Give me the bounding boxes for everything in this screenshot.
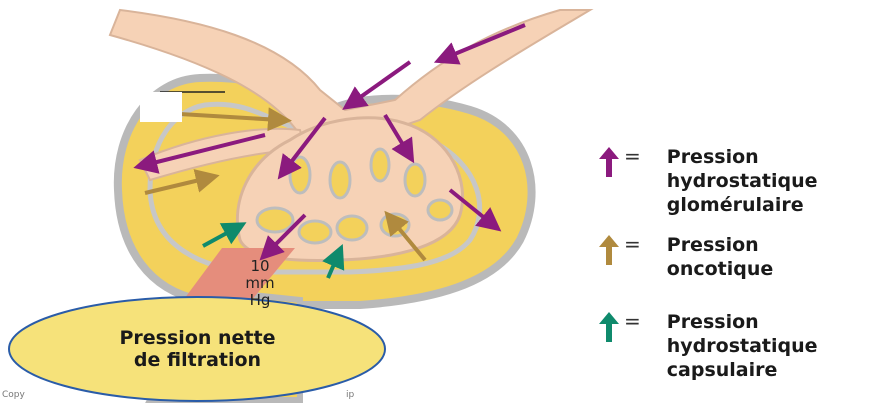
- filtration-unit-line1: mm: [240, 275, 280, 292]
- green-up-arrow-icon: [598, 310, 620, 344]
- legend-label-oncotic: Pression oncotique: [667, 233, 774, 281]
- legend-item-capsular: = Pression hydrostatique capsulaire: [598, 310, 818, 382]
- net-filtration-line1: Pression nette: [35, 327, 360, 349]
- copyright-start: Copy: [2, 390, 25, 400]
- legend-equals: =: [624, 145, 641, 167]
- legend-item-glomerular: = Pression hydrostatique glomérulaire: [598, 145, 818, 217]
- net-filtration-line2: de filtration: [35, 349, 360, 371]
- copyright-end: ip: [346, 390, 354, 400]
- purple-up-arrow-icon: [598, 145, 620, 179]
- net-filtration-label: Pression nette de filtration: [35, 327, 360, 371]
- legend-equals: =: [624, 233, 641, 255]
- filtration-unit-line2: Hg: [240, 292, 280, 309]
- legend-item-oncotic: = Pression oncotique: [598, 233, 773, 281]
- gold-up-arrow-icon: [598, 233, 620, 267]
- occlusion: [140, 92, 182, 122]
- legend-label-glomerular: Pression hydrostatique glomérulaire: [667, 145, 818, 217]
- legend-label-capsular: Pression hydrostatique capsulaire: [667, 310, 818, 382]
- legend-equals: =: [624, 310, 641, 332]
- filtration-number: 10: [240, 258, 280, 275]
- filtration-value: 10 mm Hg: [240, 258, 280, 309]
